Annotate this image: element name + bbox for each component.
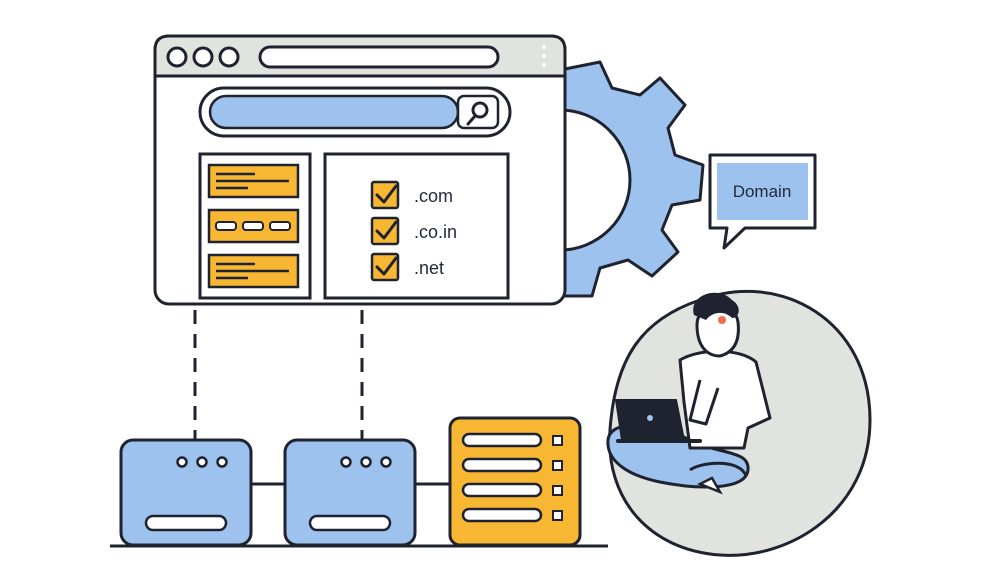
browser-window: .com .co.in .net (153, 34, 567, 306)
text-block (207, 163, 300, 199)
domain-label-net: .net (414, 258, 444, 278)
server-rack-icon (448, 416, 582, 547)
window-dot (192, 46, 214, 68)
text-block (207, 253, 300, 289)
server-icon (119, 438, 253, 547)
speech-bubble: Domain (708, 153, 817, 250)
checkbox-com[interactable] (370, 180, 400, 210)
person-figure (606, 292, 772, 495)
search-icon[interactable] (456, 94, 500, 130)
domain-label-co-in: .co.in (414, 222, 457, 242)
speech-bubble-text: Domain (733, 182, 792, 201)
window-dot (218, 46, 240, 68)
gear-icon (558, 60, 705, 298)
checkbox-net[interactable] (370, 252, 400, 282)
domain-label-com: .com (414, 186, 453, 206)
window-dot (166, 46, 188, 68)
server-icon (283, 438, 417, 547)
dash-block (207, 208, 300, 244)
domain-checklist (323, 152, 510, 300)
laptop-icon (614, 399, 702, 443)
address-bar[interactable] (258, 45, 500, 69)
checkbox-co-in[interactable] (370, 216, 400, 246)
